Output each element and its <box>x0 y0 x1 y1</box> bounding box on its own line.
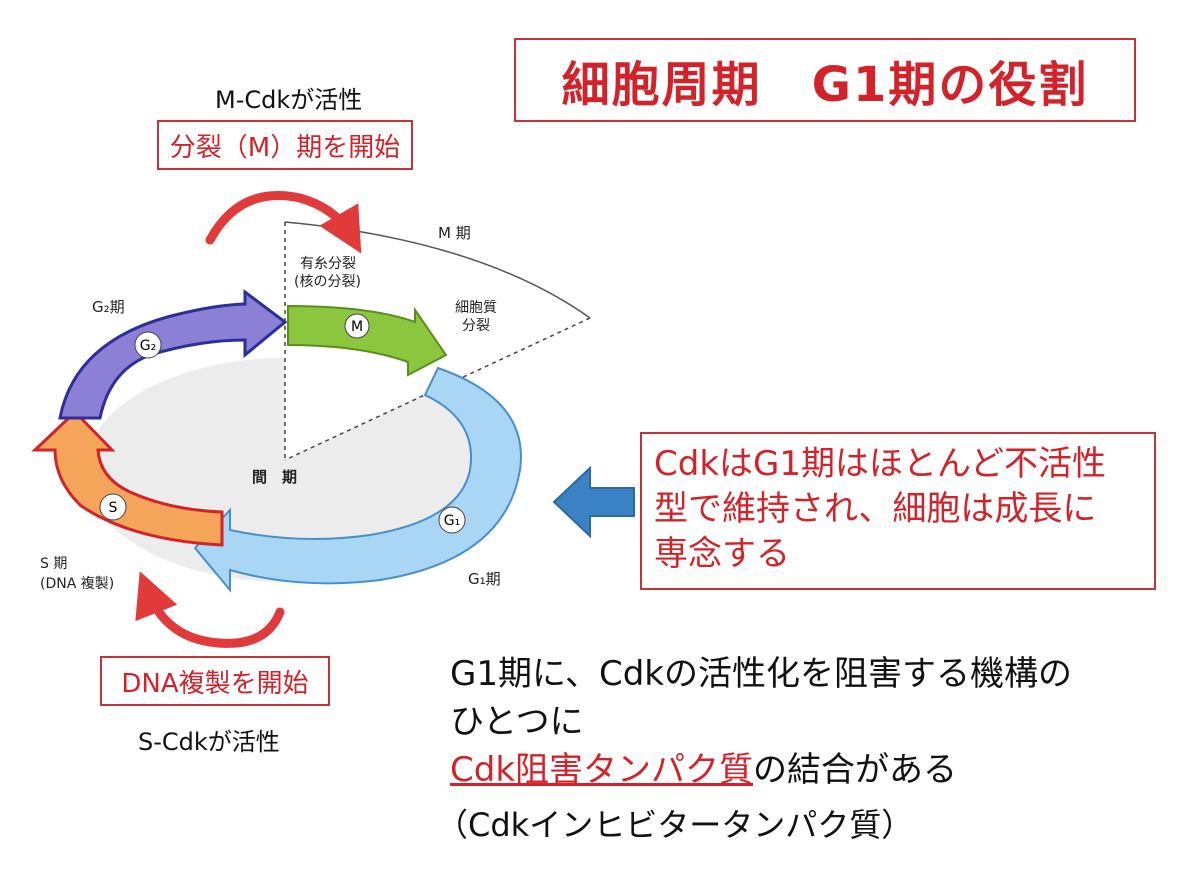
top-red-arrow <box>205 191 362 254</box>
s-segment <box>31 409 224 547</box>
start-m-phase-label: 分裂（M）期を開始 <box>157 120 413 170</box>
mitosis-label-line1: 有糸分裂 <box>300 256 356 272</box>
m-phase-label: M 期 <box>438 224 471 242</box>
m-segment-label: M <box>351 319 363 335</box>
cdk-inhibitor-subtext: （Cdkインヒビタータンパク質） <box>436 806 914 844</box>
g1-callout-box: CdkはG1期はほとんど不活性 型で維持され、細胞は成長に 専念する <box>640 432 1156 590</box>
callout-line-1: CdkはG1期はほとんど不活性 <box>654 444 1106 484</box>
slide-title: 細胞周期 G1期の役割 <box>561 57 1089 113</box>
mitosis-label-line2: (核の分裂) <box>294 274 361 290</box>
s-segment-label: S <box>109 500 118 516</box>
g2-phase-label: G₂期 <box>92 298 125 316</box>
bottom-red-arrow <box>135 571 285 648</box>
s-phase-label: S 期 <box>40 556 67 572</box>
body-text: G1期に、Cdkの活性化を阻害する機構の ひとつに Cdk阻害タンパク質の結合が… <box>450 650 1072 794</box>
cytokinesis-label-line2: 分裂 <box>462 318 490 334</box>
body-line-3: Cdk阻害タンパク質の結合がある <box>450 746 1072 794</box>
cell-cycle-diagram: M G₂ S G₁ M 期 有糸分裂 (核の分裂) 細胞質 分裂 G₂期 間 期… <box>31 191 591 648</box>
g1-segment-label: G₁ <box>444 513 460 529</box>
g1-segment <box>193 366 522 593</box>
s-phase-sub-label: (DNA 複製) <box>40 575 114 592</box>
callout-line-3: 専念する <box>654 534 790 574</box>
m-segment <box>287 304 448 377</box>
body-line-1: G1期に、Cdkの活性化を阻害する機構の <box>450 654 1072 694</box>
title-box: 細胞周期 G1期の役割 <box>514 38 1136 122</box>
start-dna-replication-label: DNA複製を開始 <box>100 656 330 706</box>
interphase-label: 間 期 <box>252 468 297 486</box>
m-cdk-active-label: M-Cdkが活性 <box>215 86 363 114</box>
body-line-2: ひとつに <box>450 702 584 742</box>
body-line-3-rest: の結合がある <box>753 750 958 790</box>
cdk-inhibitor-link[interactable]: Cdk阻害タンパク質 <box>450 750 754 790</box>
left-arrow-icon <box>552 465 635 539</box>
cytokinesis-label-line1: 細胞質 <box>455 300 497 316</box>
callout-line-2: 型で維持され、細胞は成長に <box>654 489 1097 529</box>
g2-segment-label: G₂ <box>140 338 156 354</box>
s-cdk-active-label: S-Cdkが活性 <box>138 728 280 756</box>
g1-phase-label: G₁期 <box>468 570 501 588</box>
g2-segment <box>58 289 288 420</box>
